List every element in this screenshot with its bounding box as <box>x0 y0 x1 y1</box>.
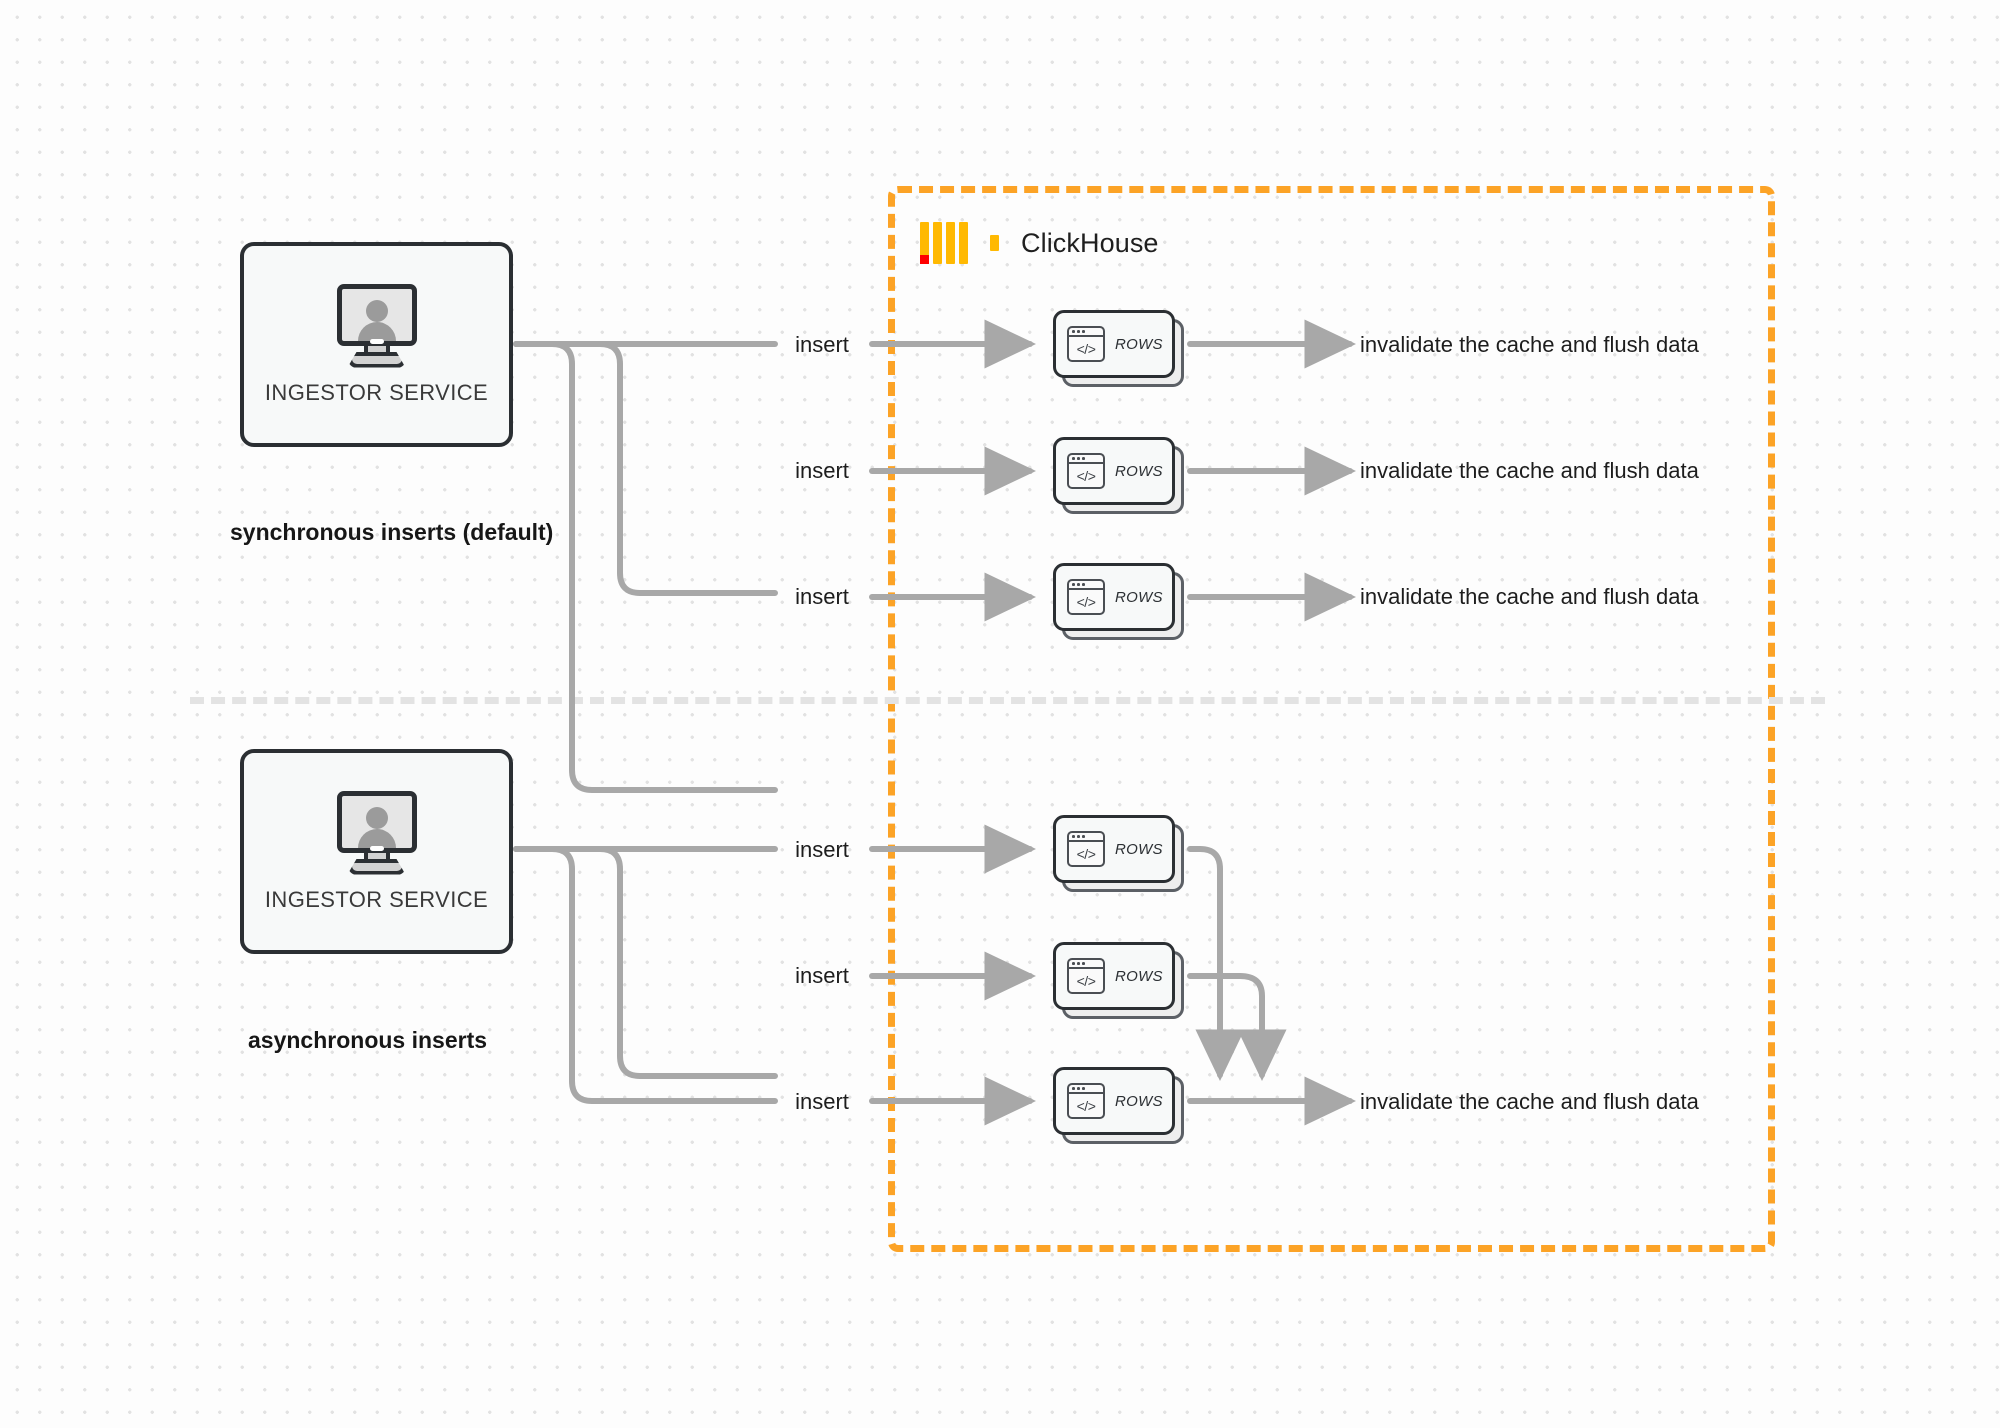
clickhouse-label: ClickHouse <box>1021 227 1159 258</box>
edge-label-insert: insert <box>795 584 849 609</box>
code-window-icon: </> <box>1067 326 1105 362</box>
rows-label: ROWS <box>1115 840 1163 858</box>
clickhouse-logo-accent-icon <box>990 235 999 251</box>
edge-label-insert: insert <box>795 1089 849 1114</box>
edge-label-insert: insert <box>795 458 849 483</box>
ingestor-service-label: INGESTOR SERVICE <box>264 886 489 912</box>
ingestor-service-async[interactable]: INGESTOR SERVICE <box>240 749 513 954</box>
section-caption-async: asynchronous inserts <box>248 1027 488 1053</box>
rows-label: ROWS <box>1115 588 1163 606</box>
rows-node[interactable]: </> ROWS <box>1053 942 1184 1019</box>
ingestor-service-sync[interactable]: INGESTOR SERVICE <box>240 242 513 447</box>
edge-label-outcome: invalidate the cache and flush data <box>1360 584 1699 609</box>
section-caption-sync: synchronous inserts (default) <box>230 519 554 545</box>
section-divider <box>190 697 1825 704</box>
code-window-icon: </> <box>1067 453 1105 489</box>
code-window-icon: </> <box>1067 1083 1105 1119</box>
clickhouse-boundary <box>888 186 1775 1252</box>
rows-node[interactable]: </> ROWS <box>1053 815 1184 892</box>
edge-label-insert: insert <box>795 837 849 862</box>
code-window-icon: </> <box>1067 579 1105 615</box>
monitor-user-icon <box>331 283 423 368</box>
edge-label-insert: insert <box>795 332 849 357</box>
rows-label: ROWS <box>1115 462 1163 480</box>
edge-label-outcome: invalidate the cache and flush data <box>1360 458 1699 483</box>
code-window-icon: </> <box>1067 831 1105 867</box>
ingestor-service-label: INGESTOR SERVICE <box>264 379 489 405</box>
rows-label: ROWS <box>1115 1092 1163 1110</box>
clickhouse-brand: ClickHouse <box>920 222 1159 264</box>
rows-node[interactable]: </> ROWS <box>1053 437 1184 514</box>
monitor-user-icon <box>331 790 423 875</box>
rows-label: ROWS <box>1115 335 1163 353</box>
rows-node[interactable]: </> ROWS <box>1053 1067 1184 1144</box>
edge-label-outcome: invalidate the cache and flush data <box>1360 1089 1699 1114</box>
clickhouse-logo-icon <box>920 222 968 264</box>
rows-node[interactable]: </> ROWS <box>1053 563 1184 640</box>
edge-label-outcome: invalidate the cache and flush data <box>1360 332 1699 357</box>
rows-node[interactable]: </> ROWS <box>1053 310 1184 387</box>
edge-label-insert: insert <box>795 963 849 988</box>
rows-label: ROWS <box>1115 967 1163 985</box>
code-window-icon: </> <box>1067 958 1105 994</box>
